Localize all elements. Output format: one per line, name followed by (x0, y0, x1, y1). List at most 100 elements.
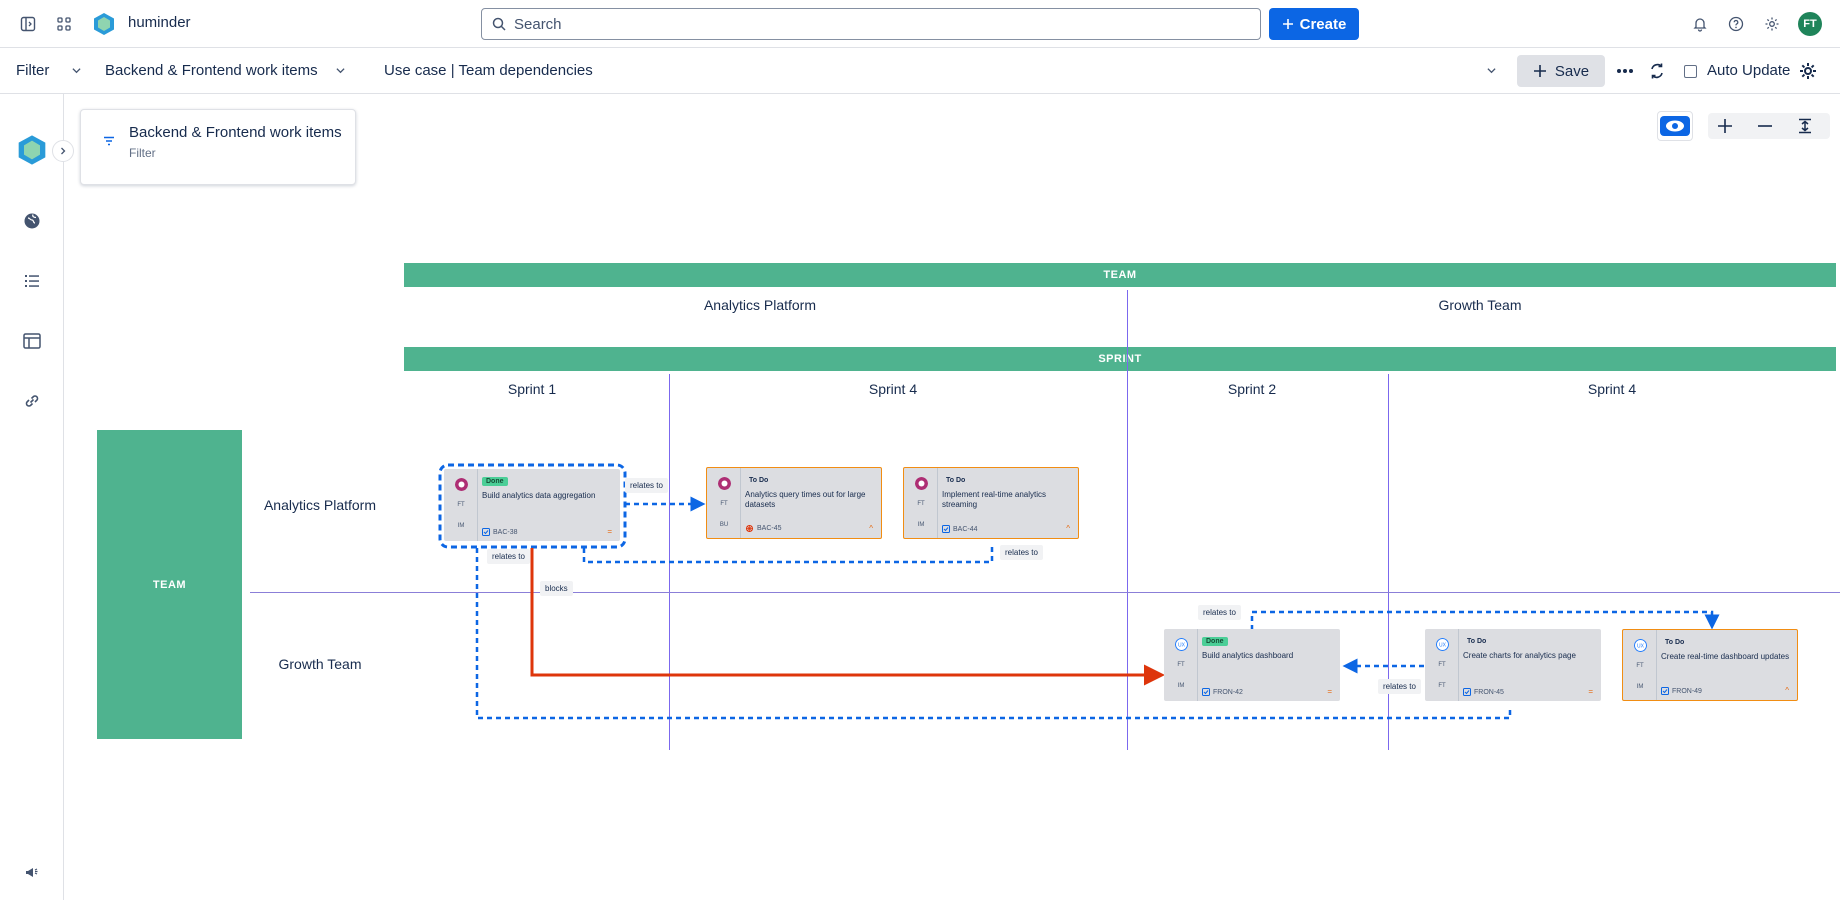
filter-icon (104, 136, 114, 146)
search-input[interactable]: Search (481, 8, 1261, 40)
minus-icon (1758, 125, 1772, 127)
issue-key: FRON-49 (1672, 687, 1702, 695)
status-badge: To Do (1665, 639, 1685, 646)
auto-update-checkbox[interactable] (1684, 65, 1697, 78)
filter-card-title: Backend & Frontend work items (129, 124, 342, 141)
work-item-card[interactable]: UX FT IM To Do Create real-time dashboar… (1622, 629, 1798, 701)
work-item-card[interactable]: FT IM Done Build analytics data aggregat… (444, 469, 620, 541)
assignee-initials: FT (1438, 662, 1446, 668)
card-title: Build analytics data aggregation (482, 491, 596, 500)
user-story-icon: UX (1175, 638, 1188, 651)
megaphone-icon[interactable] (20, 860, 44, 884)
chevron-right-icon (61, 147, 66, 155)
fit-to-screen-button[interactable] (1789, 113, 1821, 139)
project-logo-icon[interactable] (16, 134, 48, 166)
link-label: relates to (1198, 605, 1241, 620)
user-story-icon: UX (1436, 638, 1449, 651)
team-header-band: TEAM (404, 263, 1836, 287)
expand-sidebar-button[interactable] (52, 140, 74, 162)
work-item-card[interactable]: FT BU To Do Analytics query times out fo… (706, 467, 882, 539)
work-item-card[interactable]: UX FT FT To Do Create charts for analyti… (1425, 629, 1601, 701)
chevron-down-icon[interactable] (72, 66, 81, 75)
assignee-initials: FT (1177, 662, 1185, 668)
filter-info-card[interactable]: Backend & Frontend work items Filter (80, 109, 356, 185)
filter-bar: Filter Backend & Frontend work items Use… (0, 48, 1840, 94)
card-title: Build analytics dashboard (1202, 651, 1294, 660)
team-column-header: Growth Team (1438, 297, 1522, 313)
visibility-toggle-button[interactable] (1657, 111, 1693, 141)
zoom-in-button[interactable] (1709, 113, 1741, 139)
card-title: Create real-time dashboard updates (1661, 652, 1790, 661)
row-divider-line (250, 592, 1840, 593)
sprint-column-header: Sprint 4 (868, 381, 918, 397)
app-logo-icon[interactable] (92, 12, 116, 36)
assignee-initials: FT (917, 501, 925, 507)
filter-value-dropdown[interactable]: Backend & Frontend work items (105, 62, 318, 79)
issue-key: BAC-38 (493, 528, 518, 536)
work-item-card[interactable]: UX FT IM Done Build analytics dashboard … (1164, 629, 1340, 701)
plus-icon (1718, 119, 1732, 133)
filter-card-subtitle: Filter (129, 146, 156, 160)
task-checkbox-icon (1202, 688, 1210, 696)
priority-medium-icon: = (1327, 687, 1332, 696)
sidebar-toggle-icon[interactable] (16, 12, 40, 36)
assignee-initials: FT (457, 502, 465, 508)
zoom-out-button[interactable] (1749, 113, 1781, 139)
issue-key: FRON-45 (1474, 688, 1504, 696)
status-badge: To Do (1467, 638, 1487, 645)
app-name[interactable]: huminder (128, 14, 191, 31)
filter-dropdown-label[interactable]: Filter (16, 62, 50, 79)
app-switcher-icon[interactable] (52, 12, 76, 36)
help-icon[interactable] (1724, 12, 1748, 36)
sprint-column-header: Sprint 1 (507, 381, 557, 397)
category-code: IM (1177, 683, 1185, 689)
settings-gear-icon[interactable] (1760, 12, 1784, 36)
user-story-icon: UX (1634, 639, 1647, 652)
category-code: FT (1438, 683, 1446, 689)
sprint-divider-line (1388, 374, 1389, 750)
save-button[interactable]: Save (1517, 55, 1605, 87)
globe-icon[interactable] (20, 209, 44, 233)
epic-icon (455, 478, 468, 491)
team-column-header: Analytics Platform (703, 297, 817, 313)
epic-icon (718, 477, 731, 490)
status-badge: Done (482, 477, 508, 486)
notifications-bell-icon[interactable] (1688, 12, 1712, 36)
sprint-header-band: SPRINT (404, 347, 1836, 371)
refresh-icon[interactable] (1645, 59, 1669, 83)
work-item-card[interactable]: FT IM To Do Implement real-time analytic… (903, 467, 1079, 539)
priority-medium-icon: = (1588, 687, 1593, 696)
link-label: blocks (540, 581, 573, 596)
issue-key: BAC-45 (757, 525, 782, 532)
blocks-link (530, 548, 1165, 686)
link-label: relates to (487, 549, 530, 564)
user-avatar[interactable]: FT (1798, 12, 1822, 36)
category-code: IM (917, 522, 925, 528)
numbered-list-icon[interactable] (20, 269, 44, 293)
team-divider-line (1127, 290, 1128, 750)
epic-icon (915, 477, 928, 490)
plus-icon (1533, 65, 1546, 77)
fit-height-icon (1799, 118, 1811, 134)
auto-update-label: Auto Update (1707, 62, 1791, 79)
board-layout-icon[interactable] (20, 329, 44, 353)
chevron-down-icon[interactable] (1487, 66, 1496, 75)
use-case-dropdown[interactable]: Use case | Team dependencies (384, 62, 593, 79)
svg-text:UX: UX (1178, 643, 1186, 649)
status-badge: Done (1202, 637, 1228, 646)
view-settings-gear-icon[interactable] (1796, 59, 1820, 83)
bug-icon (746, 525, 753, 532)
search-placeholder: Search (514, 15, 562, 33)
link-label: relates to (1000, 545, 1043, 560)
team-row-header: Analytics Platform (263, 497, 377, 513)
team-row-header: Growth Team (278, 656, 362, 672)
team-row-band: TEAM (97, 430, 242, 739)
category-code: BU (719, 522, 729, 528)
create-button[interactable]: Create (1269, 8, 1359, 40)
chevron-down-icon[interactable] (336, 66, 345, 75)
more-options-icon[interactable] (1613, 59, 1637, 83)
save-label: Save (1554, 62, 1590, 80)
status-badge: To Do (946, 477, 966, 484)
link-icon[interactable] (20, 389, 44, 413)
